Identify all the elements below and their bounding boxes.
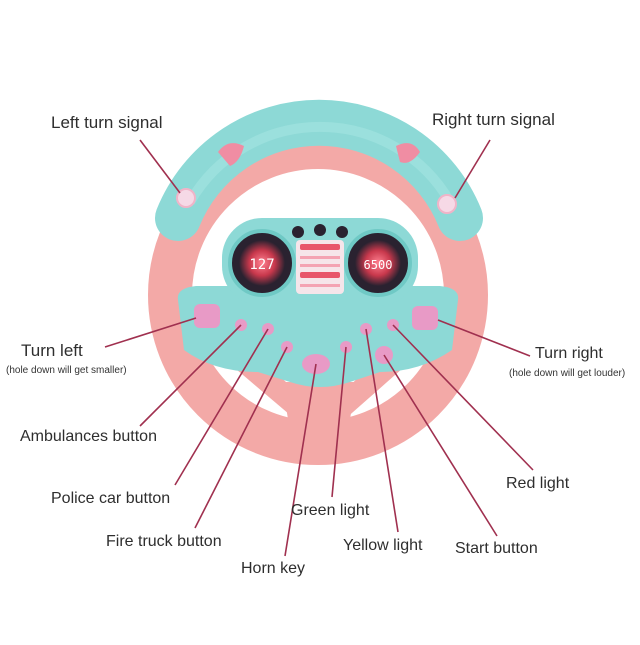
- leader-left-turn-signal: [139, 139, 181, 194]
- leader-police-car: [174, 328, 269, 486]
- center-display: [296, 240, 344, 294]
- right-gauge: 6500: [344, 229, 412, 297]
- leader-horn: [284, 363, 317, 557]
- left-turn-signal-light[interactable]: [176, 188, 196, 208]
- turn-left-button[interactable]: [194, 304, 220, 328]
- label-police-car-button: Police car button: [51, 490, 171, 507]
- right-turn-signal-light[interactable]: [437, 194, 457, 214]
- leader-red-light: [392, 324, 534, 471]
- label-horn-key: Horn key: [241, 560, 306, 577]
- label-right-turn-signal: Right turn signal: [432, 110, 555, 129]
- leader-lines: [104, 139, 534, 557]
- left-gauge-value: 127: [249, 257, 274, 273]
- turn-right-button[interactable]: [412, 306, 438, 330]
- label-green-light: Green light: [291, 502, 370, 519]
- leader-ambulances: [139, 324, 242, 427]
- ear-right-icon: [396, 143, 420, 163]
- right-gauge-value: 6500: [364, 258, 393, 272]
- label-fire-truck-button: Fire truck button: [106, 533, 222, 550]
- top-button-2[interactable]: [314, 224, 326, 236]
- label-turn-left: Turn left: [21, 341, 83, 360]
- leader-green-light: [331, 346, 347, 498]
- label-ambulances-button: Ambulances button: [20, 428, 157, 445]
- label-turn-right: Turn right: [535, 345, 603, 362]
- top-button-3[interactable]: [336, 226, 348, 238]
- top-button-1[interactable]: [292, 226, 304, 238]
- label-start-button: Start button: [455, 540, 538, 557]
- label-turn-left-note: (hole down will get smaller): [6, 365, 127, 376]
- label-red-light: Red light: [506, 475, 570, 492]
- label-turn-right-note: (hole down will get louder): [509, 368, 626, 379]
- leader-right-turn-signal: [454, 139, 491, 199]
- leader-yellow-light: [365, 328, 399, 533]
- leader-fire-truck: [194, 346, 288, 529]
- leader-turn-left: [104, 317, 197, 348]
- leader-turn-right: [437, 319, 531, 357]
- leader-start: [383, 354, 498, 537]
- label-left-turn-signal: Left turn signal: [51, 113, 163, 132]
- left-gauge: 127: [228, 229, 296, 297]
- label-yellow-light: Yellow light: [343, 537, 423, 554]
- ear-left-icon: [218, 143, 244, 166]
